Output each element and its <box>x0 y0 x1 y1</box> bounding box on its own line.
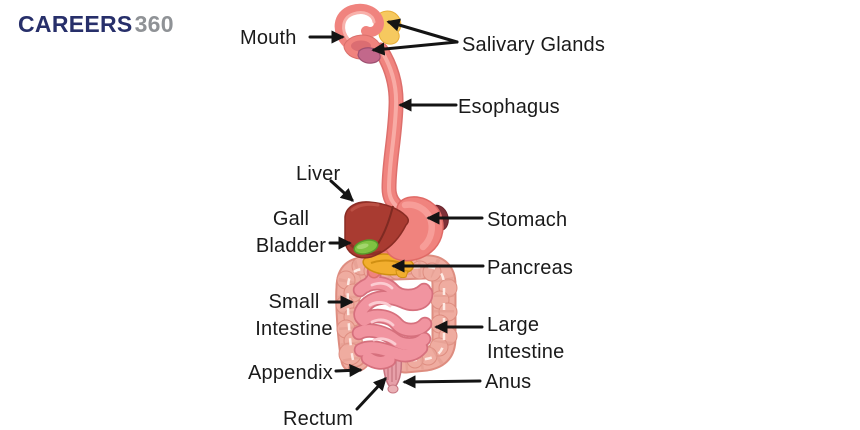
label-salivary-glands: Salivary Glands <box>462 34 606 56</box>
label-mouth: Mouth <box>240 27 297 49</box>
label-anus: Anus <box>485 371 532 393</box>
anus-illustration <box>387 384 399 394</box>
label-gall-bladder: Gall Bladder <box>255 208 327 257</box>
salivary-arrow-upper <box>386 18 459 44</box>
label-liver: Liver <box>296 163 341 185</box>
label-small-intestine: Small Intestine <box>255 291 333 340</box>
label-pancreas: Pancreas <box>487 257 574 279</box>
label-rectum: Rectum <box>283 408 354 430</box>
rectum-arrow <box>355 377 387 411</box>
appendix-arrow <box>334 363 363 378</box>
gall-bladder-illustration <box>353 239 379 255</box>
logo-brand-text: CAREERS <box>18 11 133 37</box>
careers360-logo: CAREERS360 <box>18 11 174 38</box>
salivary-arrow-lower <box>371 40 459 56</box>
logo-suffix-text: 360 <box>134 11 174 37</box>
label-esophagus: Esophagus <box>458 96 560 118</box>
label-appendix: Appendix <box>248 362 333 384</box>
liver-arrow <box>329 179 354 202</box>
esophagus-illustration <box>373 42 407 216</box>
small-intestine-illustration <box>351 264 434 370</box>
anus-arrow <box>402 375 482 389</box>
label-large-intestine: Large Intestine <box>487 314 565 363</box>
label-arrows <box>308 18 485 411</box>
label-stomach: Stomach <box>487 209 568 231</box>
